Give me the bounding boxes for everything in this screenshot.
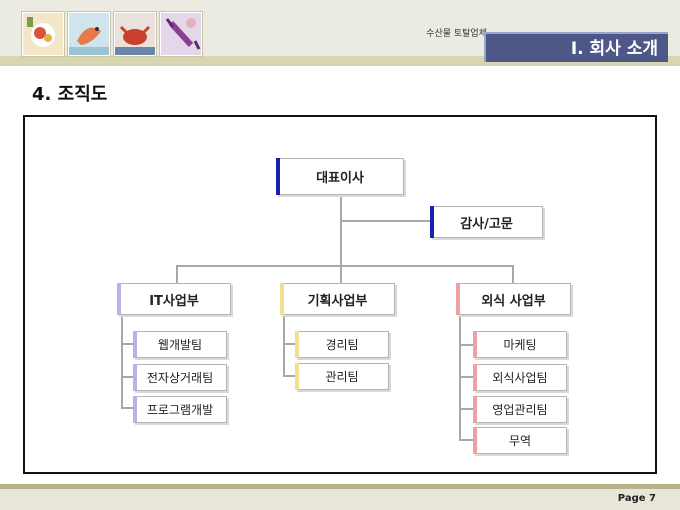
team-accent	[295, 331, 299, 358]
connector-plan-down	[340, 265, 342, 284]
team-label: 영업관리팀	[492, 403, 548, 417]
connector-food-team-1	[459, 344, 473, 346]
team-accounting: 경리팀	[295, 331, 389, 358]
team-sales-management: 영업관리팀	[473, 396, 567, 423]
team-web-dev: 웹개발팀	[133, 331, 227, 358]
team-accent	[295, 363, 299, 390]
connector-division-bus	[176, 265, 513, 267]
team-accent	[473, 396, 477, 423]
division-food: 외식 사업부	[456, 283, 571, 315]
team-accent	[133, 364, 137, 391]
page-heading: 4. 조직도	[32, 84, 108, 105]
connector-audit	[340, 220, 430, 222]
connector-plan-team-1	[283, 343, 295, 345]
ceo-box: 대표이사	[276, 158, 404, 195]
connector-it-teams	[121, 315, 123, 408]
audit-box: 감사/고문	[430, 206, 543, 238]
division-food-accent	[456, 283, 460, 315]
team-label: 외식사업팀	[492, 371, 548, 385]
connector-it-team-1	[121, 343, 133, 345]
section-title: I. 회사 소개	[484, 32, 668, 62]
footer-stripe	[0, 484, 680, 489]
team-label: 웹개발팀	[157, 338, 203, 352]
division-it: IT사업부	[117, 283, 231, 315]
team-program-dev: 프로그램개발	[133, 396, 227, 423]
team-label: 마케팅	[503, 338, 537, 352]
team-accent	[473, 331, 477, 358]
page-number: Page 7	[617, 493, 656, 504]
shrimp-photo-icon	[68, 12, 110, 56]
team-trade: 무역	[473, 427, 567, 454]
team-management: 관리팀	[295, 363, 389, 390]
crab-photo-icon	[114, 12, 156, 56]
team-label: 프로그램개발	[146, 403, 214, 417]
ceo-label: 대표이사	[316, 171, 364, 186]
team-accent	[473, 427, 477, 454]
division-planning: 기획사업부	[280, 283, 395, 315]
food-photo-icon	[22, 12, 64, 56]
team-label: 경리팀	[325, 338, 359, 352]
division-planning-label: 기획사업부	[307, 293, 368, 309]
connector-it-team-3	[121, 407, 133, 409]
division-planning-accent	[280, 283, 284, 315]
connector-food-team-3	[459, 408, 473, 410]
audit-accent	[430, 206, 434, 238]
division-food-label: 외식 사업부	[481, 293, 546, 309]
team-food-business: 외식사업팀	[473, 364, 567, 391]
connector-it-down	[176, 265, 178, 284]
team-label: 무역	[508, 434, 532, 448]
company-name: 수산물 토탈업체	[426, 29, 487, 39]
connector-plan-team-2	[283, 375, 295, 377]
team-marketing: 마케팅	[473, 331, 567, 358]
connector-it-team-2	[121, 376, 133, 378]
team-accent	[473, 364, 477, 391]
team-ecommerce: 전자상거래팀	[133, 364, 227, 391]
ceo-accent	[276, 158, 280, 195]
team-accent	[133, 396, 137, 423]
connector-food-team-2	[459, 376, 473, 378]
team-accent	[133, 331, 137, 358]
connector-ceo-down	[340, 194, 342, 266]
team-label: 전자상거래팀	[146, 371, 214, 385]
header-stripe	[0, 56, 680, 66]
connector-food-team-4	[459, 439, 473, 441]
team-label: 관리팀	[325, 370, 359, 384]
division-it-label: IT사업부	[149, 293, 199, 309]
lobster-photo-icon	[160, 12, 202, 56]
connector-plan-teams	[283, 315, 285, 376]
audit-label: 감사/고문	[460, 216, 513, 232]
connector-food-down	[512, 265, 514, 284]
division-it-accent	[117, 283, 121, 315]
